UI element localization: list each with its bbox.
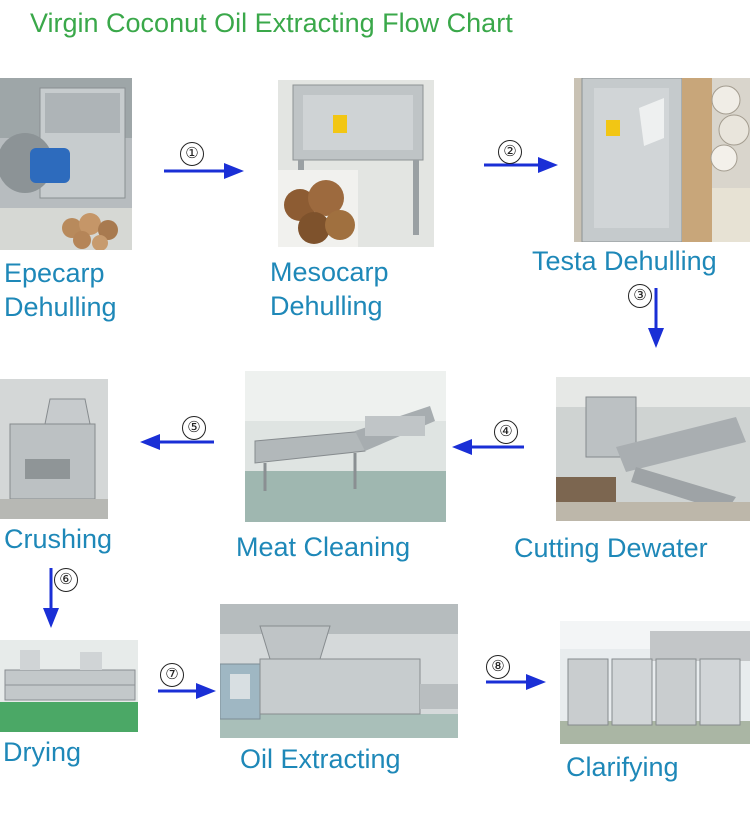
arrow-4: [452, 439, 524, 455]
label-meat-cleaning: Meat Cleaning: [236, 532, 411, 562]
photo-mesocarp-dehulling: [278, 80, 434, 247]
photo-meat-cleaning: [245, 371, 446, 522]
arrow-3-badge: ③: [628, 284, 652, 308]
photo-testa-dehulling: [574, 78, 750, 242]
label-cutting-dewater: Cutting Dewater: [514, 533, 708, 563]
label-epecarp-line2: Dehulling: [4, 292, 117, 322]
photo-epecarp-dehulling: [0, 78, 132, 250]
photo-oil-extracting: [220, 604, 458, 738]
label-epecarp-line1: Epecarp: [4, 258, 105, 288]
arrow-3: [648, 288, 664, 348]
label-crushing: Crushing: [4, 524, 113, 554]
arrow-5: [140, 434, 214, 450]
chart-title: Virgin Coconut Oil Extracting Flow Chart: [30, 8, 513, 38]
photo-drying: [0, 640, 138, 732]
arrow-7: [158, 683, 216, 699]
arrow-2-badge: ②: [498, 140, 522, 164]
photo-clarifying: [560, 621, 750, 744]
arrow-4-badge: ④: [494, 420, 518, 444]
arrow-7-badge: ⑦: [160, 663, 184, 687]
arrow-6-badge: ⑥: [54, 568, 78, 592]
photo-crushing: [0, 379, 108, 519]
label-mesocarp-line2: Dehulling: [270, 291, 383, 321]
label-drying: Drying: [3, 737, 82, 767]
arrow-8: [486, 674, 546, 690]
label-mesocarp-dehulling: Mesocarp Dehulling: [270, 255, 389, 323]
arrow-1-badge: ①: [180, 142, 204, 166]
label-mesocarp-line1: Mesocarp: [270, 257, 389, 287]
arrow-5-badge: ⑤: [182, 416, 206, 440]
arrow-1: [164, 163, 244, 179]
arrow-2: [484, 157, 558, 173]
arrow-6: [43, 568, 59, 628]
arrow-8-badge: ⑧: [486, 655, 510, 679]
photo-cutting-dewater: [556, 377, 750, 521]
label-oil-extracting: Oil Extracting: [240, 744, 401, 774]
label-clarifying: Clarifying: [566, 752, 679, 782]
label-epecarp-dehulling: Epecarp Dehulling: [4, 256, 117, 324]
label-testa-dehulling: Testa Dehulling: [532, 246, 717, 276]
